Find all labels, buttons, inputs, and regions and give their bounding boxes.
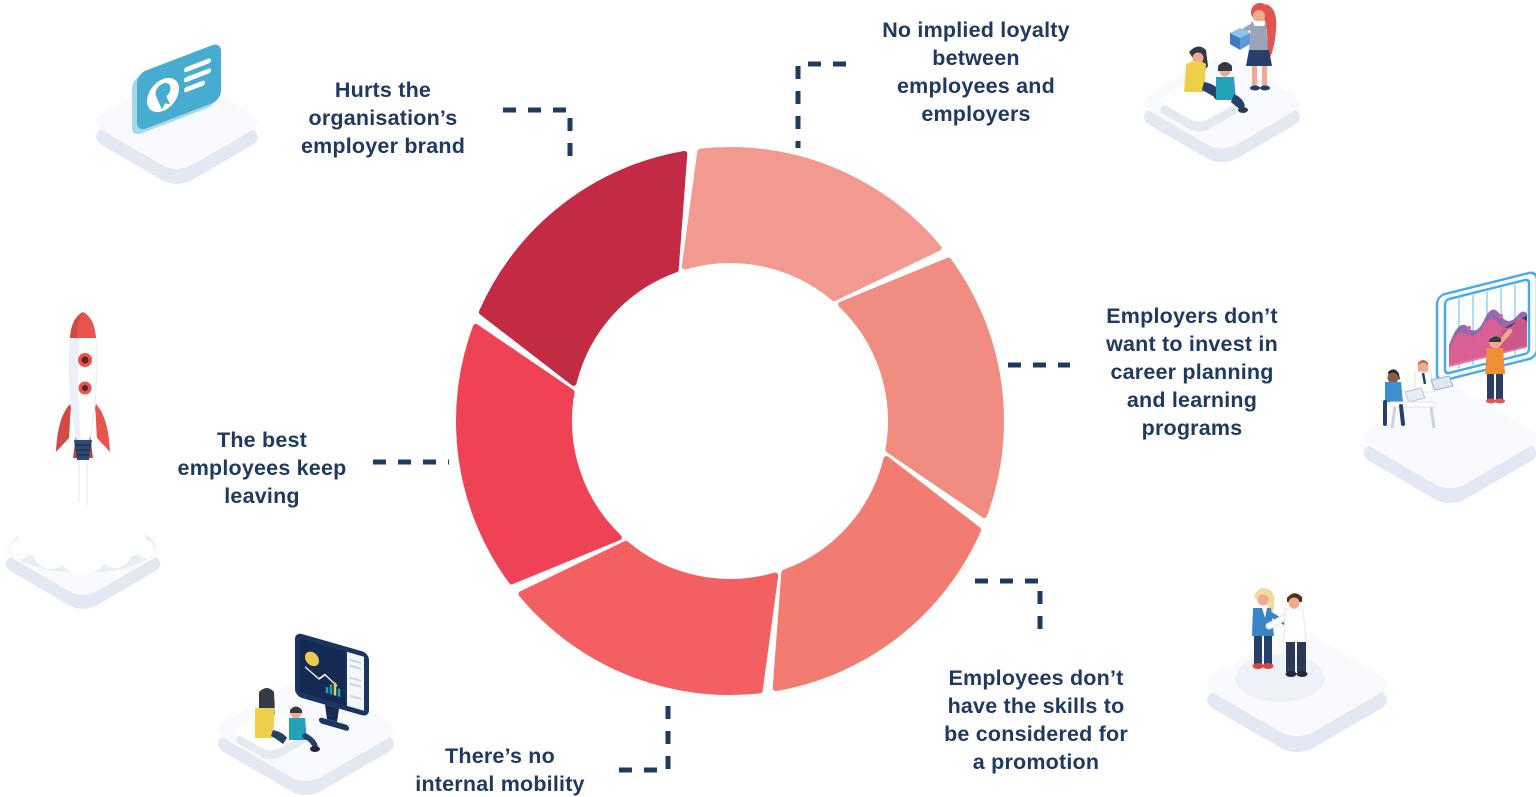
label-employees-lack-skills: Employees don’t have the skills to be co… xyxy=(944,666,1128,774)
id-card-icon xyxy=(132,44,221,135)
team-onboarding-illustration xyxy=(1144,3,1300,163)
handshake-illustration xyxy=(1207,588,1387,753)
standing-person xyxy=(1230,3,1277,91)
platform xyxy=(1363,387,1536,504)
platform xyxy=(1207,631,1387,753)
connector-loyalty xyxy=(795,61,846,148)
label-no-implied-loyalty: No implied loyalty between employees and… xyxy=(882,18,1070,126)
cycle-segment-no-implied-loyalty xyxy=(681,146,942,302)
rocket-launch-illustration xyxy=(5,311,161,609)
seated-person-teal xyxy=(1216,62,1248,113)
connector-skills xyxy=(975,578,1043,631)
cycle-segment-employers-dont-invest xyxy=(838,257,1004,518)
smoke-cloud xyxy=(11,499,155,575)
monitor-icon xyxy=(295,633,369,731)
label-best-employees-leave: The best employees keep leaving xyxy=(177,428,347,508)
connector-brand xyxy=(503,107,573,163)
label-hurts-employer-brand: Hurts the organisation’s employer brand xyxy=(300,78,466,158)
donut-cycle xyxy=(456,146,1004,696)
label-employers-dont-invest: Employers don’t want to invest in career… xyxy=(1106,304,1278,440)
seated-person-yellow xyxy=(255,688,287,744)
cycle-segment-employees-lack-skills xyxy=(772,456,982,692)
seated-person-teal xyxy=(289,706,320,752)
analytics-presentation-illustration xyxy=(1363,271,1536,504)
person-man xyxy=(1265,593,1308,677)
rocket-icon xyxy=(56,311,110,460)
cycle-segment-no-internal-mobility xyxy=(518,540,779,696)
connector-mobility xyxy=(611,706,671,773)
cycle-segment-best-employees-leave xyxy=(456,324,622,585)
dashboard-review-illustration xyxy=(218,633,394,795)
presenter xyxy=(1485,328,1513,404)
cycle-segment-hurts-employer-brand xyxy=(478,150,688,386)
label-no-internal-mobility: There’s no internal mobility xyxy=(415,744,585,796)
box-icon xyxy=(1230,28,1250,50)
analysts xyxy=(1383,360,1454,429)
certificate-badge-illustration xyxy=(96,44,258,184)
